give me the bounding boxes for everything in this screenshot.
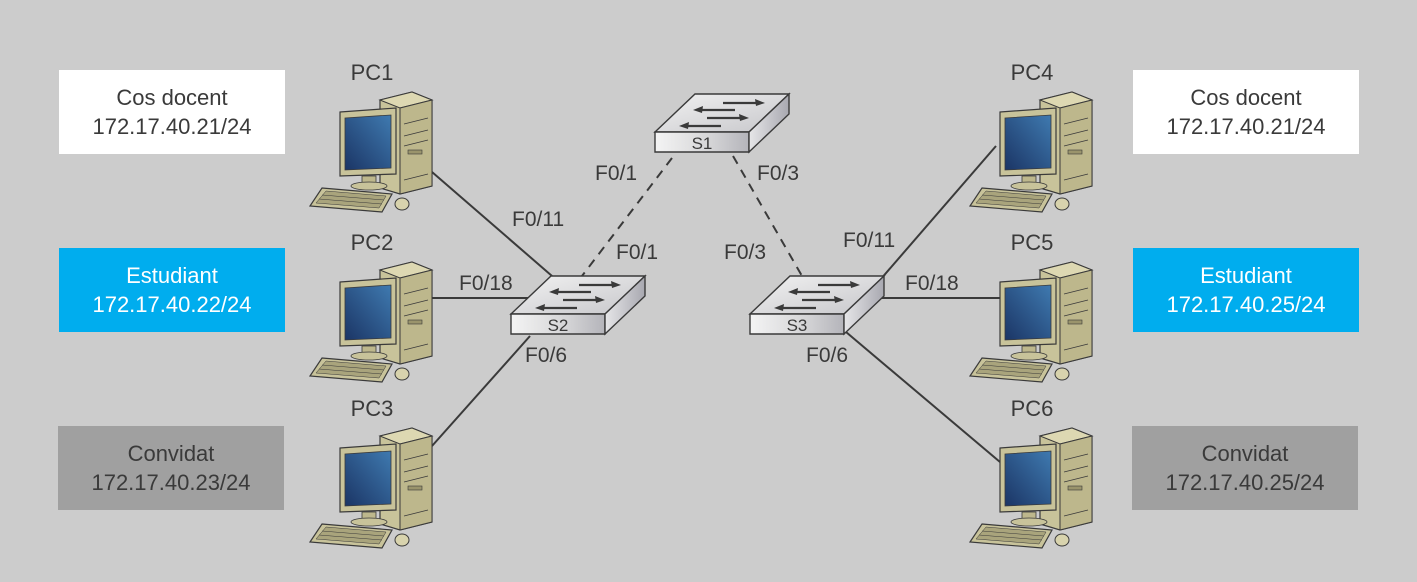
switch-icon xyxy=(748,274,886,336)
pc-label: PC4 xyxy=(1011,60,1054,85)
port-label-s3-f03: F0/3 xyxy=(724,241,766,264)
port-label-s3-f018: F0/18 xyxy=(905,272,959,295)
desktop-computer-icon xyxy=(309,91,433,213)
switch-s1[interactable]: S1 xyxy=(653,92,791,154)
port-label-s2-f06: F0/6 xyxy=(525,344,567,367)
vlan-box-pc5: Estudiant 172.17.40.25/24 xyxy=(1133,248,1359,332)
vlan-name: Cos docent xyxy=(1190,85,1302,110)
switch-icon xyxy=(653,92,791,154)
ip-address: 172.17.40.21/24 xyxy=(92,114,252,139)
pc-pc3[interactable]: PC3 xyxy=(309,396,433,549)
pc-label: PC6 xyxy=(1011,396,1054,421)
ip-address: 172.17.40.22/24 xyxy=(92,292,252,317)
desktop-computer-icon xyxy=(969,91,1093,213)
links xyxy=(431,145,1002,463)
pc-pc1[interactable]: PC1 xyxy=(309,60,433,213)
ip-address: 172.17.40.25/24 xyxy=(1165,470,1325,495)
switch-icon xyxy=(509,274,647,336)
vlan-box-pc2: Estudiant 172.17.40.22/24 xyxy=(59,248,285,332)
vlan-box-pc1: Cos docent 172.17.40.21/24 xyxy=(59,70,285,154)
port-label-s1-f03: F0/3 xyxy=(757,162,799,185)
pc-pc2[interactable]: PC2 xyxy=(309,230,433,383)
switch-label: S3 xyxy=(787,316,808,335)
pc-pc4[interactable]: PC4 xyxy=(969,60,1093,213)
vlan-box-pc6: Convidat 172.17.40.25/24 xyxy=(1132,426,1358,510)
vlan-name: Estudiant xyxy=(126,263,218,288)
switch-label: S2 xyxy=(548,316,569,335)
pc-label: PC1 xyxy=(351,60,394,85)
desktop-computer-icon xyxy=(969,261,1093,383)
switch-s2[interactable]: S2 xyxy=(509,274,647,336)
port-label-s2-f011: F0/11 xyxy=(512,208,564,231)
port-label-s3-f06: F0/6 xyxy=(806,344,848,367)
desktop-computer-icon xyxy=(309,427,433,549)
link-s1-s3-dashed xyxy=(732,155,803,277)
pc-label: PC3 xyxy=(351,396,394,421)
port-label-s2-f018: F0/18 xyxy=(459,272,513,295)
vlan-name: Estudiant xyxy=(1200,263,1292,288)
link-s2-pc3 xyxy=(431,335,531,447)
link-s1-s2-dashed xyxy=(581,157,673,277)
ip-address: 172.17.40.25/24 xyxy=(1166,292,1326,317)
port-label-s1-f01: F0/1 xyxy=(595,162,637,185)
pc-pc5[interactable]: PC5 xyxy=(969,230,1093,383)
desktop-computer-icon xyxy=(309,261,433,383)
port-label-s3-f011: F0/11 xyxy=(843,229,895,252)
link-s3-pc6 xyxy=(845,331,1001,463)
switch-label: S1 xyxy=(692,134,713,153)
ip-address: 172.17.40.23/24 xyxy=(91,470,251,495)
port-label-s2-f01: F0/1 xyxy=(616,241,658,264)
vlan-name: Convidat xyxy=(1201,441,1289,466)
vlan-box-pc4: Cos docent 172.17.40.21/24 xyxy=(1133,70,1359,154)
vlan-name: Cos docent xyxy=(116,85,228,110)
switch-s3[interactable]: S3 xyxy=(748,274,886,336)
link-s3-pc4 xyxy=(879,145,997,281)
vlan-box-pc3: Convidat 172.17.40.23/24 xyxy=(58,426,284,510)
ip-address: 172.17.40.21/24 xyxy=(1166,114,1326,139)
pc-label: PC5 xyxy=(1011,230,1054,255)
vlan-name: Convidat xyxy=(127,441,215,466)
pc-label: PC2 xyxy=(351,230,394,255)
pc-pc6[interactable]: PC6 xyxy=(969,396,1093,549)
link-s2-pc1 xyxy=(431,171,553,277)
desktop-computer-icon xyxy=(969,427,1093,549)
